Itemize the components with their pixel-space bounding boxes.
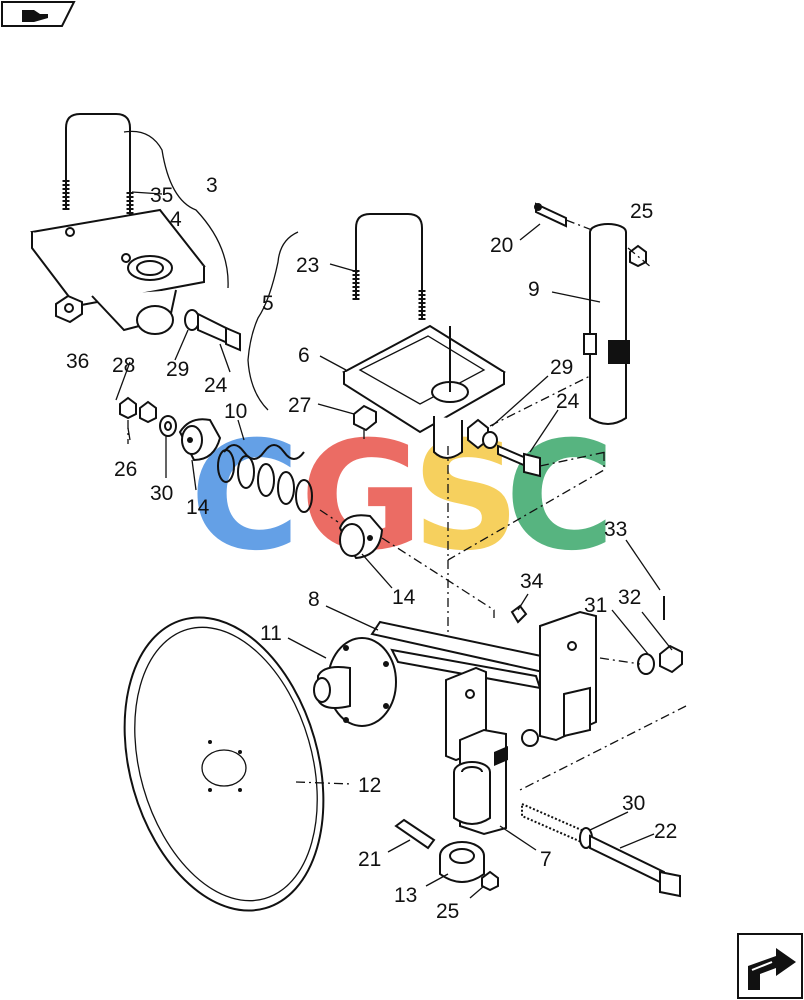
callout-34: 34 bbox=[520, 570, 544, 593]
part-washer-31 bbox=[637, 653, 655, 675]
part-bolt-22 bbox=[521, 802, 681, 898]
callout-30b: 30 bbox=[622, 792, 645, 815]
callout-24b: 24 bbox=[556, 390, 580, 413]
callout-8: 8 bbox=[308, 588, 320, 611]
part-nut-27 bbox=[353, 404, 377, 432]
part-bolt-24b bbox=[467, 418, 541, 478]
hand-pointer-icon bbox=[22, 10, 48, 22]
callout-23: 23 bbox=[296, 254, 319, 277]
part-u-bolt-center bbox=[352, 213, 426, 320]
callout-14a: 14 bbox=[186, 496, 210, 519]
callout-7: 7 bbox=[540, 848, 552, 871]
part-bolt-21 bbox=[394, 818, 436, 850]
part-collar-13 bbox=[439, 841, 485, 883]
part-nut-36 bbox=[55, 294, 83, 324]
part-collar-14b bbox=[338, 514, 384, 560]
part-pin-34 bbox=[510, 604, 528, 624]
part-pin-20 bbox=[534, 202, 567, 228]
callout-32: 32 bbox=[618, 586, 641, 609]
callout-28: 28 bbox=[112, 354, 135, 377]
part-hub-11 bbox=[313, 637, 397, 727]
callout-24a: 24 bbox=[204, 374, 228, 397]
part-spring-10 bbox=[217, 444, 313, 513]
arrow-next-icon bbox=[748, 948, 796, 990]
callout-30a: 30 bbox=[150, 482, 173, 505]
callout-21: 21 bbox=[358, 848, 381, 871]
part-plate-center bbox=[342, 324, 506, 459]
part-collar-14a bbox=[178, 418, 222, 462]
part-nut-25a bbox=[629, 244, 647, 268]
callout-20: 20 bbox=[490, 234, 513, 257]
callout-13: 13 bbox=[394, 884, 417, 907]
part-bracket-7 bbox=[445, 610, 597, 836]
part-arm-8 bbox=[370, 620, 562, 690]
callout-35: 35 bbox=[150, 184, 173, 207]
part-nut-32 bbox=[659, 644, 683, 674]
part-bolt-24a bbox=[184, 309, 241, 352]
part-nut-25b bbox=[481, 870, 499, 892]
callout-36: 36 bbox=[66, 350, 89, 373]
part-nut-28 bbox=[119, 396, 157, 424]
part-bracket-left bbox=[30, 208, 206, 335]
prev-page-button[interactable] bbox=[1, 1, 76, 27]
part-shaft-9 bbox=[583, 223, 630, 425]
part-washer-30a bbox=[159, 415, 177, 437]
callout-22: 22 bbox=[654, 820, 677, 843]
callout-6: 6 bbox=[298, 344, 310, 367]
watermark-letter-s: S bbox=[412, 410, 520, 584]
callout-labels: 3 35 4 36 29 24 5 23 6 27 20 25 9 29 24 … bbox=[66, 174, 677, 923]
callout-5: 5 bbox=[262, 292, 274, 315]
callout-33: 33 bbox=[604, 518, 627, 541]
callout-14b: 14 bbox=[392, 586, 416, 609]
next-page-button[interactable] bbox=[737, 933, 803, 999]
callout-11: 11 bbox=[260, 622, 282, 645]
callout-25a: 25 bbox=[630, 200, 653, 223]
callout-12: 12 bbox=[358, 774, 381, 797]
callout-4: 4 bbox=[170, 208, 182, 231]
callout-27: 27 bbox=[288, 394, 311, 417]
callout-3: 3 bbox=[206, 174, 218, 197]
callout-29b: 29 bbox=[550, 356, 573, 379]
callout-25b: 25 bbox=[436, 900, 459, 923]
callout-31: 31 bbox=[584, 594, 607, 617]
part-u-bolt-left bbox=[62, 113, 134, 218]
watermark-letter-c2: C bbox=[505, 410, 615, 584]
callout-9: 9 bbox=[528, 278, 540, 301]
watermark: C G S C bbox=[190, 410, 615, 584]
callout-29a: 29 bbox=[166, 358, 189, 381]
callout-26: 26 bbox=[114, 458, 137, 481]
leader-lines bbox=[115, 191, 673, 899]
part-disc-12 bbox=[123, 616, 325, 912]
callout-10: 10 bbox=[224, 400, 247, 423]
